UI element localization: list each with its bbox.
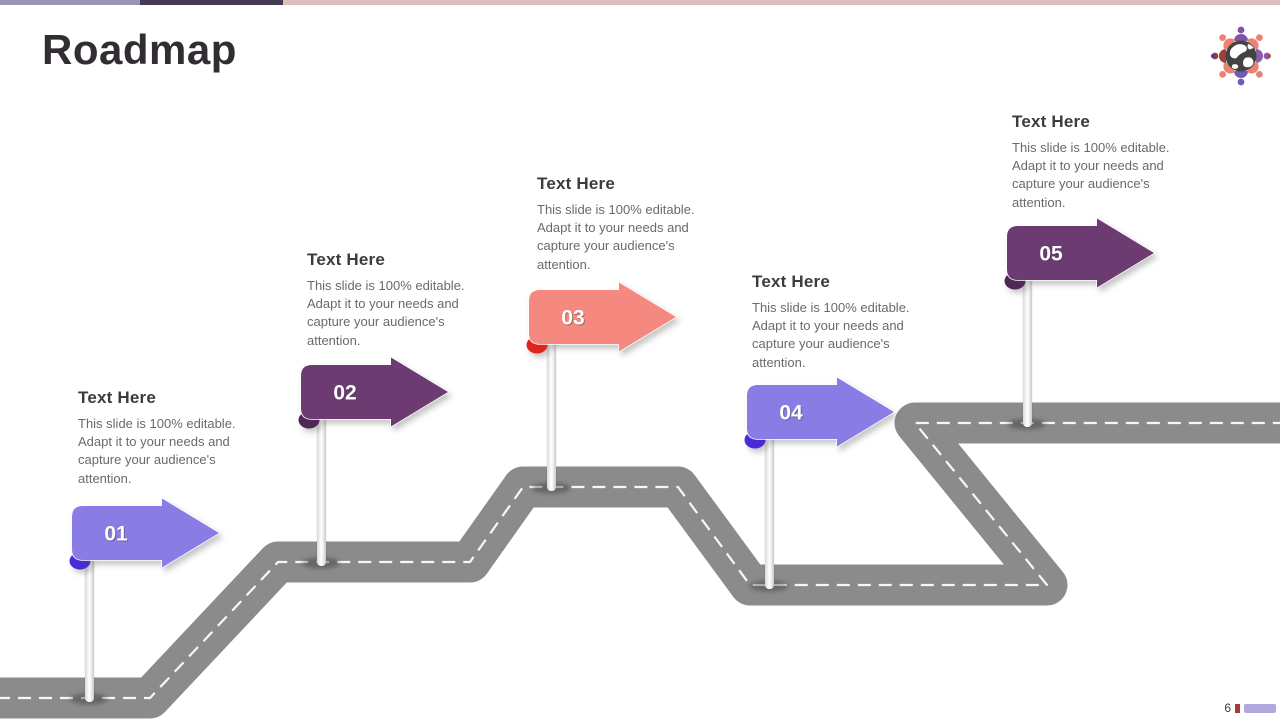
- top-bar-segment-3: [283, 0, 1280, 5]
- globe-icon: [1225, 40, 1257, 72]
- road-center-dashed-line: [0, 421, 1280, 700]
- milestone-sign-05: 05 05: [1004, 217, 1155, 290]
- milestone-text-01: Text Here This slide is 100% editable. A…: [78, 388, 248, 488]
- milestone-sign-01: 01 01: [69, 497, 220, 570]
- sign-arrow-shape: [528, 281, 677, 353]
- svg-text:05: 05: [1040, 244, 1064, 267]
- svg-text:01: 01: [105, 524, 129, 547]
- milestone-description: This slide is 100% editable. Adapt it to…: [537, 202, 695, 272]
- sign-number: 03: [561, 307, 584, 330]
- page-title: Roadmap: [42, 26, 237, 73]
- people-ring: [1211, 26, 1271, 86]
- svg-text:02: 02: [334, 383, 357, 406]
- milestone-title: Text Here: [78, 388, 157, 407]
- footer-accent-bar: [1244, 703, 1276, 713]
- milestone-pole-04: [765, 430, 774, 589]
- sign-arrow-shape: [1006, 217, 1155, 289]
- slide-footer: 6: [1224, 701, 1276, 715]
- milestone-pole-05: [1023, 268, 1032, 427]
- top-bar-segment-2: [140, 0, 283, 5]
- milestone-text-03: Text Here This slide is 100% editable. A…: [537, 174, 707, 274]
- milestone-description: This slide is 100% editable. Adapt it to…: [307, 278, 465, 348]
- milestone-pole-01: [85, 550, 94, 702]
- sign-number: 05: [1039, 243, 1063, 266]
- milestone-sign-02: 02 02: [298, 356, 449, 429]
- milestone-text-05: Text Here This slide is 100% editable. A…: [1012, 112, 1182, 212]
- milestone-description: This slide is 100% editable. Adapt it to…: [78, 416, 236, 486]
- sign-number: 01: [104, 523, 128, 546]
- milestone-description: This slide is 100% editable. Adapt it to…: [1012, 140, 1170, 210]
- milestone-pole-03: [547, 336, 556, 491]
- milestone-title: Text Here: [752, 272, 831, 291]
- milestone-description: This slide is 100% editable. Adapt it to…: [752, 300, 910, 370]
- footer-accent-small: [1235, 703, 1240, 713]
- globe-people-logo-icon: [1211, 26, 1271, 86]
- milestone-text-02: Text Here This slide is 100% editable. A…: [307, 250, 477, 350]
- sign-arrow-shape: [300, 356, 449, 428]
- top-bar-segment-1: [0, 0, 140, 5]
- svg-text:04: 04: [780, 403, 804, 426]
- milestone-title: Text Here: [1012, 112, 1091, 131]
- top-accent-bar: [0, 0, 1280, 5]
- milestone-sign-04: 04 04: [744, 376, 895, 449]
- page-number: 6: [1224, 701, 1231, 715]
- milestone-title: Text Here: [537, 174, 616, 193]
- milestone-text-04: Text Here This slide is 100% editable. A…: [752, 272, 922, 372]
- sign-arrow-shape: [746, 376, 895, 448]
- milestone-pole-02: [317, 410, 326, 566]
- sign-number: 02: [333, 382, 356, 405]
- sign-arrow-shape: [71, 497, 220, 569]
- sign-number: 04: [779, 402, 803, 425]
- milestone-title: Text Here: [307, 250, 386, 269]
- milestone-sign-03: 03 03: [526, 281, 677, 354]
- svg-text:03: 03: [562, 308, 585, 331]
